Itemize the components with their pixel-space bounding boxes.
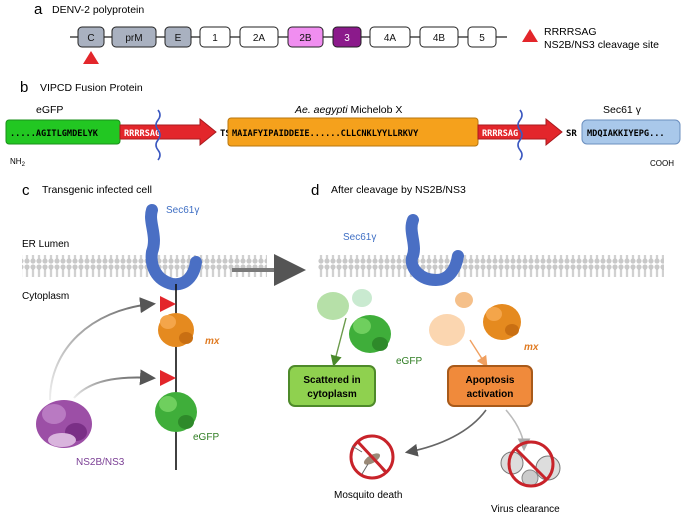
protease-arrow-2 — [73, 369, 156, 399]
segment-label-c: C — [87, 33, 94, 44]
egfp-scattered — [317, 289, 391, 353]
segment-label-e: E — [175, 33, 182, 44]
mosquito-prohibited-icon — [349, 434, 395, 480]
egfp-fate-arrow — [330, 317, 347, 367]
er-membrane-d — [318, 255, 664, 277]
to-mosquito-death-arrow — [404, 409, 487, 457]
cleavage-site-1 — [119, 117, 217, 147]
cleavage-squiggle-2 — [517, 109, 523, 161]
egfp-domain-label: eGFP — [36, 104, 63, 116]
segment-label-2a: 2A — [253, 33, 266, 44]
virus-clearance-label: Virus clearance — [491, 504, 560, 515]
egfp-protein-c — [155, 392, 197, 432]
mx-domain-label: Ae. aegypti Michelob X — [294, 104, 402, 116]
cleavage-site-1-label: RRRRSAG — [124, 129, 160, 139]
segment-1 — [199, 26, 231, 48]
apoptosis-box — [447, 365, 533, 407]
mx-scattered — [429, 292, 521, 346]
mx-sequence: MAIAFYIPAIDDEIE......CLLCNKLYYLLRKVY — [232, 129, 419, 139]
legend-description: NS2B/NS3 cleavage site — [544, 39, 659, 51]
protease-arrow-1 — [49, 297, 156, 401]
egfp-label-c: eGFP — [193, 432, 219, 443]
panel-a-letter: a — [34, 1, 43, 18]
sec61-domain-label: Sec61 γ — [603, 104, 642, 116]
egfp-sequence: .....AGITLGMDELYK — [10, 129, 99, 139]
segment-4a — [369, 26, 411, 48]
segment-e — [164, 26, 192, 48]
panel-a-title: DENV-2 polyprotein — [52, 4, 144, 16]
panel-c-title: Transgenic infected cell — [42, 184, 152, 196]
sec61-protein-c — [145, 204, 202, 291]
segment-prm — [111, 26, 157, 48]
cleavage-marker-a — [83, 51, 99, 64]
segment-label-4a: 4A — [384, 33, 397, 44]
scattered-box-line2: cytoplasm — [307, 389, 357, 400]
panel-b-title: VIPCD Fusion Protein — [40, 82, 143, 94]
protease-protein — [36, 400, 92, 448]
panel-b: b VIPCD Fusion Protein eGFP .....AGITLGM… — [5, 79, 681, 168]
segment-3 — [332, 26, 362, 48]
sec61-domain — [581, 119, 681, 145]
segment-label-2b: 2B — [299, 33, 312, 44]
sec61-protein-d — [405, 214, 464, 287]
panel-c: c Transgenic infected cell ER Lumen Cyto… — [22, 182, 267, 470]
cleavage-site-2 — [477, 117, 563, 147]
segment-2b — [287, 26, 324, 48]
segment-label-prm: prM — [125, 33, 142, 44]
virus-prohibited-icon — [500, 440, 561, 488]
segment-c — [77, 26, 105, 48]
mx-fate-arrow — [469, 339, 488, 368]
cleavage-site-2-label: RRRRSAG — [482, 129, 518, 139]
legend-sequence: RRRRSAG — [544, 26, 597, 38]
c-terminus: COOH — [650, 159, 674, 168]
mosquito-death-label: Mosquito death — [334, 490, 402, 501]
segment-label-4b: 4B — [433, 33, 446, 44]
panel-d-title: After cleavage by NS2B/NS3 — [331, 184, 466, 196]
mx-label-d: mx — [524, 342, 539, 353]
er-lumen-label: ER Lumen — [22, 239, 69, 250]
panel-b-letter: b — [20, 79, 28, 96]
cleavage-site-c2 — [160, 370, 176, 386]
sec61-sequence: MDQIAKKIYEPG... — [587, 129, 665, 139]
segment-label-3: 3 — [344, 33, 350, 44]
sec61-label-d: Sec61γ — [343, 232, 376, 243]
panel-c-letter: c — [22, 182, 30, 199]
cytoplasm-label: Cytoplasm — [22, 291, 69, 302]
mx-label-c: mx — [205, 336, 220, 347]
panel-d: d After cleavage by NS2B/NS3 Sec61γ eGFP… — [288, 182, 664, 515]
segment-label-1: 1 — [212, 33, 218, 44]
mx-protein-c — [158, 313, 194, 347]
scattered-box-line1: Scattered in — [303, 375, 360, 386]
to-virus-clearance-arrow — [505, 409, 531, 452]
segment-5 — [467, 26, 497, 48]
segment-2a — [239, 26, 279, 48]
panel-d-letter: d — [311, 182, 319, 199]
scattered-box — [288, 365, 376, 407]
linker-2: SR — [566, 129, 577, 139]
egfp-label-d: eGFP — [396, 356, 422, 367]
apoptosis-box-line2: activation — [467, 389, 514, 400]
apoptosis-box-line1: Apoptosis — [466, 375, 515, 386]
cleavage-squiggle-1 — [155, 109, 161, 161]
segment-label-5: 5 — [479, 33, 485, 44]
legend-cleavage-icon — [522, 29, 538, 42]
cleavage-site-c1 — [160, 296, 176, 312]
segment-4b — [419, 26, 459, 48]
sec61-label-c: Sec61γ — [166, 205, 199, 216]
n-terminus: NH2 — [10, 157, 26, 168]
er-membrane-c — [22, 255, 267, 277]
protease-label: NS2B/NS3 — [76, 457, 125, 468]
